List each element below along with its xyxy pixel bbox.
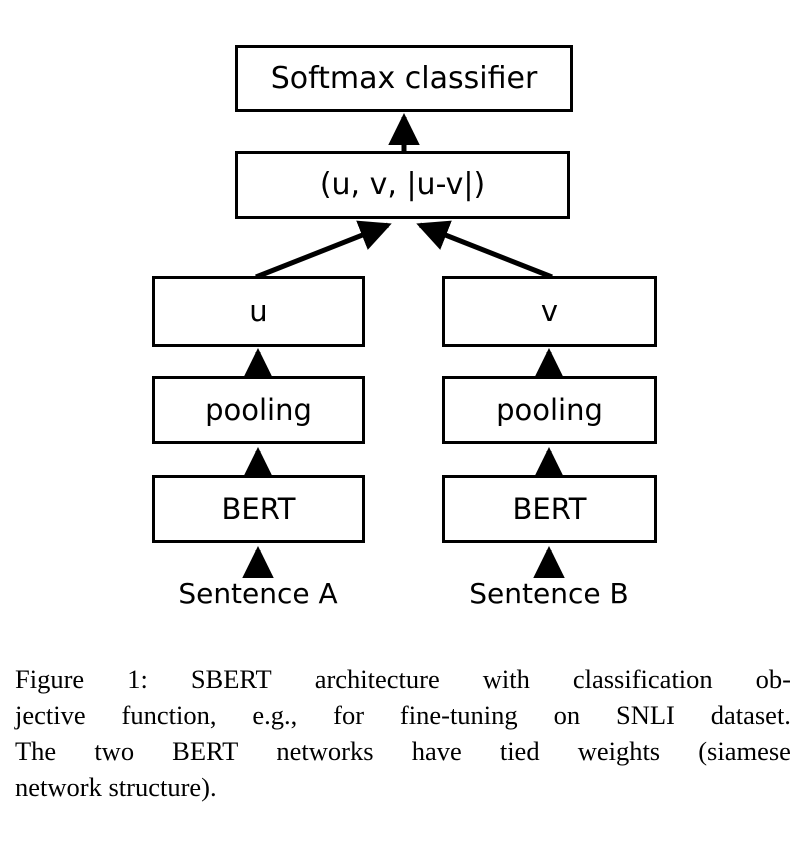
input-label-sentence-b: Sentence B — [469, 577, 629, 610]
caption-line-4: network structure). — [15, 771, 217, 802]
node-concatenation-uv: (u, v, |u-v|) — [235, 151, 570, 219]
caption-word: tied — [499, 735, 540, 766]
caption-word: dataset. — [710, 699, 791, 730]
caption-word: BERT — [172, 735, 239, 766]
caption-word: SBERT — [190, 664, 272, 694]
caption-word: for — [333, 699, 365, 730]
caption-word: networks — [276, 735, 374, 766]
caption-word: weights — [577, 735, 661, 766]
caption-word: function, — [121, 699, 217, 730]
node-embedding-u: u — [152, 276, 365, 347]
node-softmax-classifier: Softmax classifier — [235, 45, 573, 112]
caption-word: architecture — [314, 664, 440, 694]
caption-word: fine-tuning — [399, 699, 518, 730]
figure-caption: Figure 1: SBERT architecture with classificat… — [15, 662, 791, 806]
node-bert-b: BERT — [442, 475, 657, 543]
node-pooling-a: pooling — [152, 376, 365, 444]
caption-word: two — [94, 735, 135, 766]
caption-word: on — [553, 699, 581, 730]
caption-word: classification — [572, 664, 713, 694]
caption-word: The — [15, 735, 57, 766]
input-label-sentence-a: Sentence A — [178, 577, 338, 610]
node-pooling-b: pooling — [442, 376, 657, 444]
node-bert-a: BERT — [152, 475, 365, 543]
caption-word: jective — [15, 699, 86, 730]
caption-word: SNLI — [615, 699, 675, 730]
caption-word: with — [482, 664, 530, 694]
caption-line-2: jective function, e.g., for fine-tuning on SNL… — [15, 698, 791, 734]
arrow-v-to-concat — [416, 220, 553, 280]
caption-line-3: The two BERT networks have tied weights (siames… — [15, 734, 791, 770]
caption-word: ob- — [755, 664, 791, 694]
node-embedding-v: v — [442, 276, 657, 347]
caption-word: 1: — [127, 664, 148, 694]
arrow-u-to-concat — [255, 220, 392, 280]
diagram-connectors — [242, 112, 565, 578]
caption-word: have — [411, 735, 462, 766]
caption-line-1: Figure 1: SBERT architecture with classificat… — [15, 662, 791, 698]
caption-word: e.g., — [252, 699, 298, 730]
caption-word: Figure — [15, 664, 85, 694]
caption-word: (siamese — [698, 735, 791, 766]
